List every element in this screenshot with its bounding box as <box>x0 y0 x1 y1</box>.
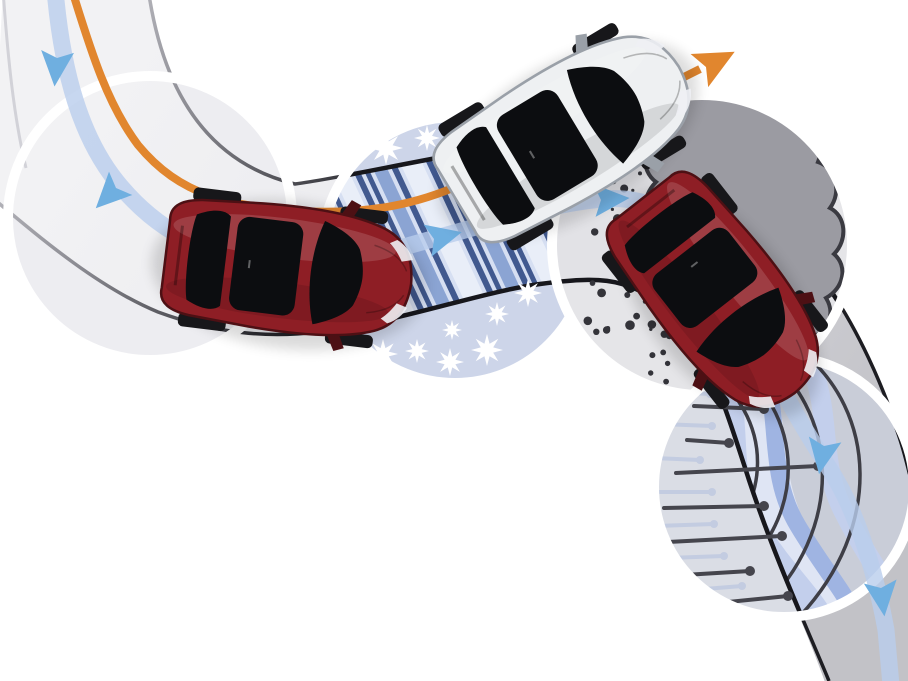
rain-streak-light-dot <box>738 582 746 590</box>
gravel-dot <box>648 370 654 376</box>
gravel-dot <box>625 320 635 331</box>
gravel-dot <box>649 352 656 359</box>
snowflake-icon <box>369 131 403 165</box>
rain-streak-dot <box>759 501 769 511</box>
gravel-dot <box>593 328 600 335</box>
snowflake-icon <box>436 348 464 376</box>
water-contour-line <box>798 357 862 617</box>
rain-streak-light-dot <box>696 456 704 464</box>
gravel-dot <box>597 288 606 298</box>
rain-streak <box>666 534 784 544</box>
rain-streak-dot <box>745 566 755 576</box>
rain-streak-light-dot <box>720 552 728 560</box>
rain-streak-dot <box>724 438 734 448</box>
gravel-dot <box>610 207 615 211</box>
snowflake-icon <box>405 339 429 363</box>
gravel-dot <box>602 326 611 334</box>
rain-streak <box>685 438 731 445</box>
rain-streak-dot <box>783 591 793 601</box>
rain-streak-dot <box>777 531 787 541</box>
gravel-dot <box>583 316 593 326</box>
rain-streak-light-dot <box>708 488 716 496</box>
gravel-dot <box>660 349 667 356</box>
gravel-dot <box>591 228 599 236</box>
gravel-dot <box>633 312 640 320</box>
snowflake-icon <box>442 320 462 340</box>
gravel-dot <box>589 280 596 286</box>
gravel-dot <box>624 292 631 298</box>
snowflake-icon <box>485 302 509 326</box>
rain-streak <box>662 504 766 510</box>
cars <box>151 0 857 442</box>
rain-streak-light-dot <box>708 422 716 430</box>
actual-path-arrowhead-icon <box>690 35 744 88</box>
rain-streak-light-dot <box>710 520 718 528</box>
rain-streak <box>674 464 820 475</box>
rain-streak <box>682 569 752 577</box>
gravel-dot <box>664 360 671 367</box>
gravel-dot <box>631 188 635 192</box>
snowflake-icon <box>471 334 503 366</box>
snowflake-icon <box>514 279 542 307</box>
gravel-dot <box>663 378 669 385</box>
rain-streak-light <box>654 522 716 528</box>
